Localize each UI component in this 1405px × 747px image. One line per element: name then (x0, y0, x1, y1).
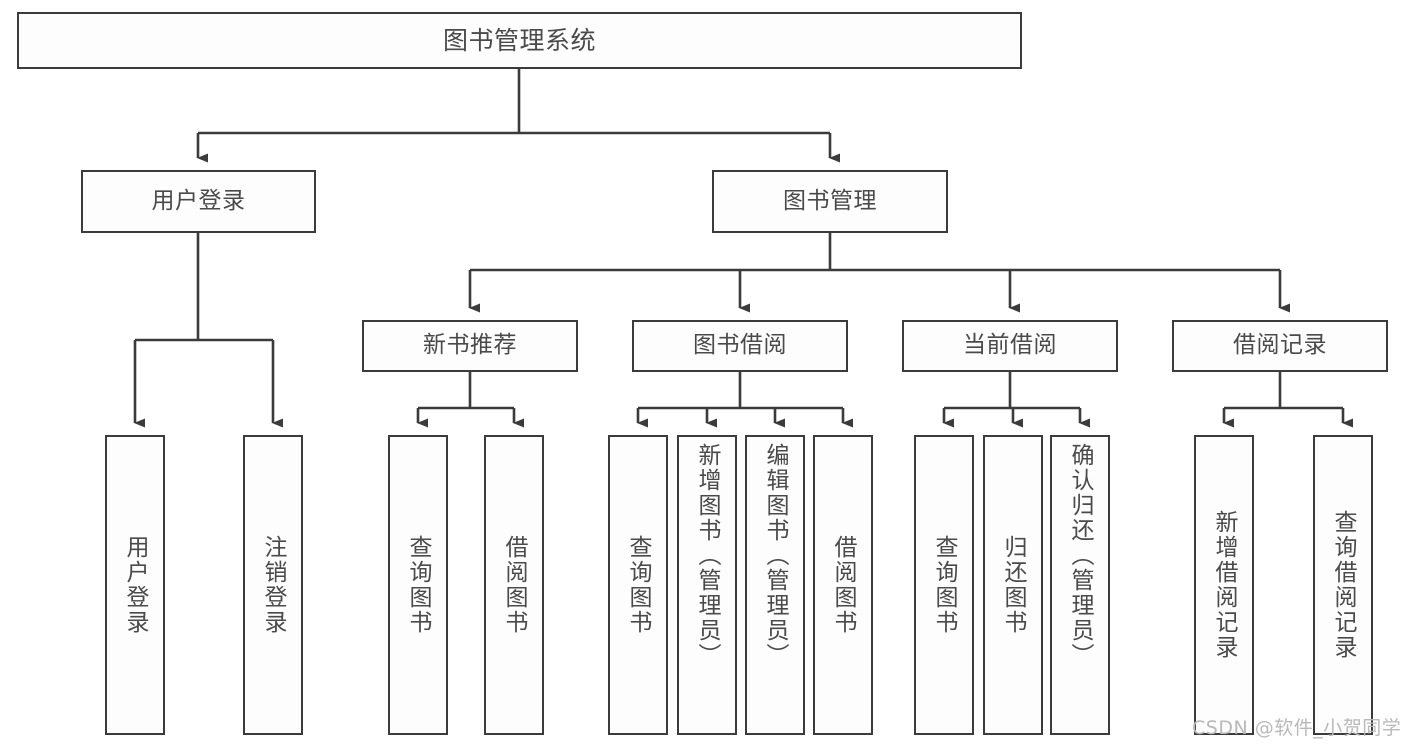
node-label: 图书借阅 (693, 332, 787, 359)
node-label: 查询图书 (931, 535, 958, 635)
leaf-query-book-current[interactable]: 查询图书 (914, 435, 974, 735)
node-label: 新增借阅记录 (1211, 510, 1238, 660)
leaf-user-login[interactable]: 用户登录 (105, 435, 165, 735)
leaf-add-borrow-record[interactable]: 新增借阅记录 (1194, 435, 1254, 735)
node-label: 用户登录 (151, 187, 246, 214)
leaf-return-book[interactable]: 归还图书 (983, 435, 1043, 735)
leaf-borrow-book[interactable]: 借阅图书 (813, 435, 873, 735)
node-current-borrow[interactable]: 当前借阅 (902, 320, 1118, 372)
node-label: 查询图书 (405, 535, 432, 635)
csdn-watermark: CSDN @软件_小贺同学 (1192, 717, 1402, 739)
node-label: 注销登录 (260, 535, 287, 635)
node-system-root[interactable]: 图书管理系统 (17, 12, 1022, 69)
node-label: 用户登录 (122, 535, 149, 635)
node-label: 编辑图书（管理员） (762, 443, 789, 668)
node-borrow-record[interactable]: 借阅记录 (1172, 320, 1388, 372)
leaf-borrow-book-new[interactable]: 借阅图书 (484, 435, 544, 735)
node-label: 借阅图书 (501, 535, 528, 635)
node-book-management[interactable]: 图书管理 (712, 170, 948, 233)
node-label: 图书管理系统 (442, 25, 596, 55)
node-user-login[interactable]: 用户登录 (81, 170, 316, 233)
node-label: 新书推荐 (423, 332, 517, 359)
node-book-borrow[interactable]: 图书借阅 (632, 320, 848, 372)
node-label: 借阅图书 (830, 535, 857, 635)
leaf-logout[interactable]: 注销登录 (243, 435, 303, 735)
node-label: 确认归还（管理员） (1067, 443, 1094, 668)
leaf-add-book-admin[interactable]: 新增图书（管理员） (677, 435, 737, 735)
leaf-query-book-new[interactable]: 查询图书 (388, 435, 448, 735)
node-new-book-recommend[interactable]: 新书推荐 (362, 320, 578, 372)
leaf-query-book-borrow[interactable]: 查询图书 (608, 435, 668, 735)
leaf-edit-book-admin[interactable]: 编辑图书（管理员） (745, 435, 805, 735)
node-label: 查询图书 (625, 535, 652, 635)
node-label: 当前借阅 (963, 332, 1057, 359)
node-label: 归还图书 (1000, 535, 1027, 635)
leaf-query-borrow-record[interactable]: 查询借阅记录 (1313, 435, 1373, 735)
node-label: 新增图书（管理员） (694, 443, 721, 668)
node-label: 查询借阅记录 (1330, 510, 1357, 660)
node-label: 借阅记录 (1233, 332, 1327, 359)
node-label: 图书管理 (783, 187, 877, 214)
leaf-confirm-return-admin[interactable]: 确认归还（管理员） (1050, 435, 1110, 735)
